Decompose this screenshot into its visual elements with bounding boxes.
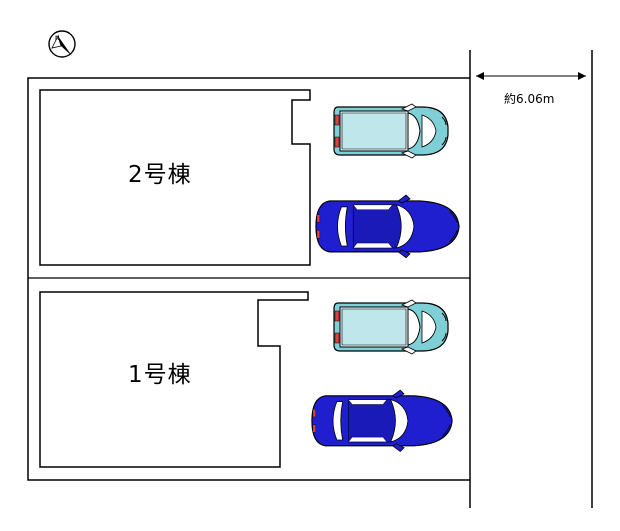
compact-car-icon bbox=[333, 103, 449, 159]
arrow-right-icon bbox=[578, 72, 586, 80]
road-width-label: 約6.06m bbox=[504, 91, 554, 106]
building-1-outline bbox=[39, 291, 309, 468]
building-1-label: 1号棟 bbox=[128, 362, 192, 388]
site-boundary bbox=[27, 77, 470, 481]
arrow-left-icon bbox=[476, 72, 484, 80]
building-2-label: 2号棟 bbox=[128, 162, 192, 188]
sedan-car-icon bbox=[311, 389, 453, 453]
road-width-dimension bbox=[476, 72, 586, 80]
sedan-car-icon bbox=[315, 194, 460, 259]
north-letter: N bbox=[55, 35, 60, 42]
compact-car-icon bbox=[333, 299, 449, 355]
north-arrow-icon: N bbox=[48, 30, 76, 58]
building-2-outline bbox=[39, 89, 311, 266]
